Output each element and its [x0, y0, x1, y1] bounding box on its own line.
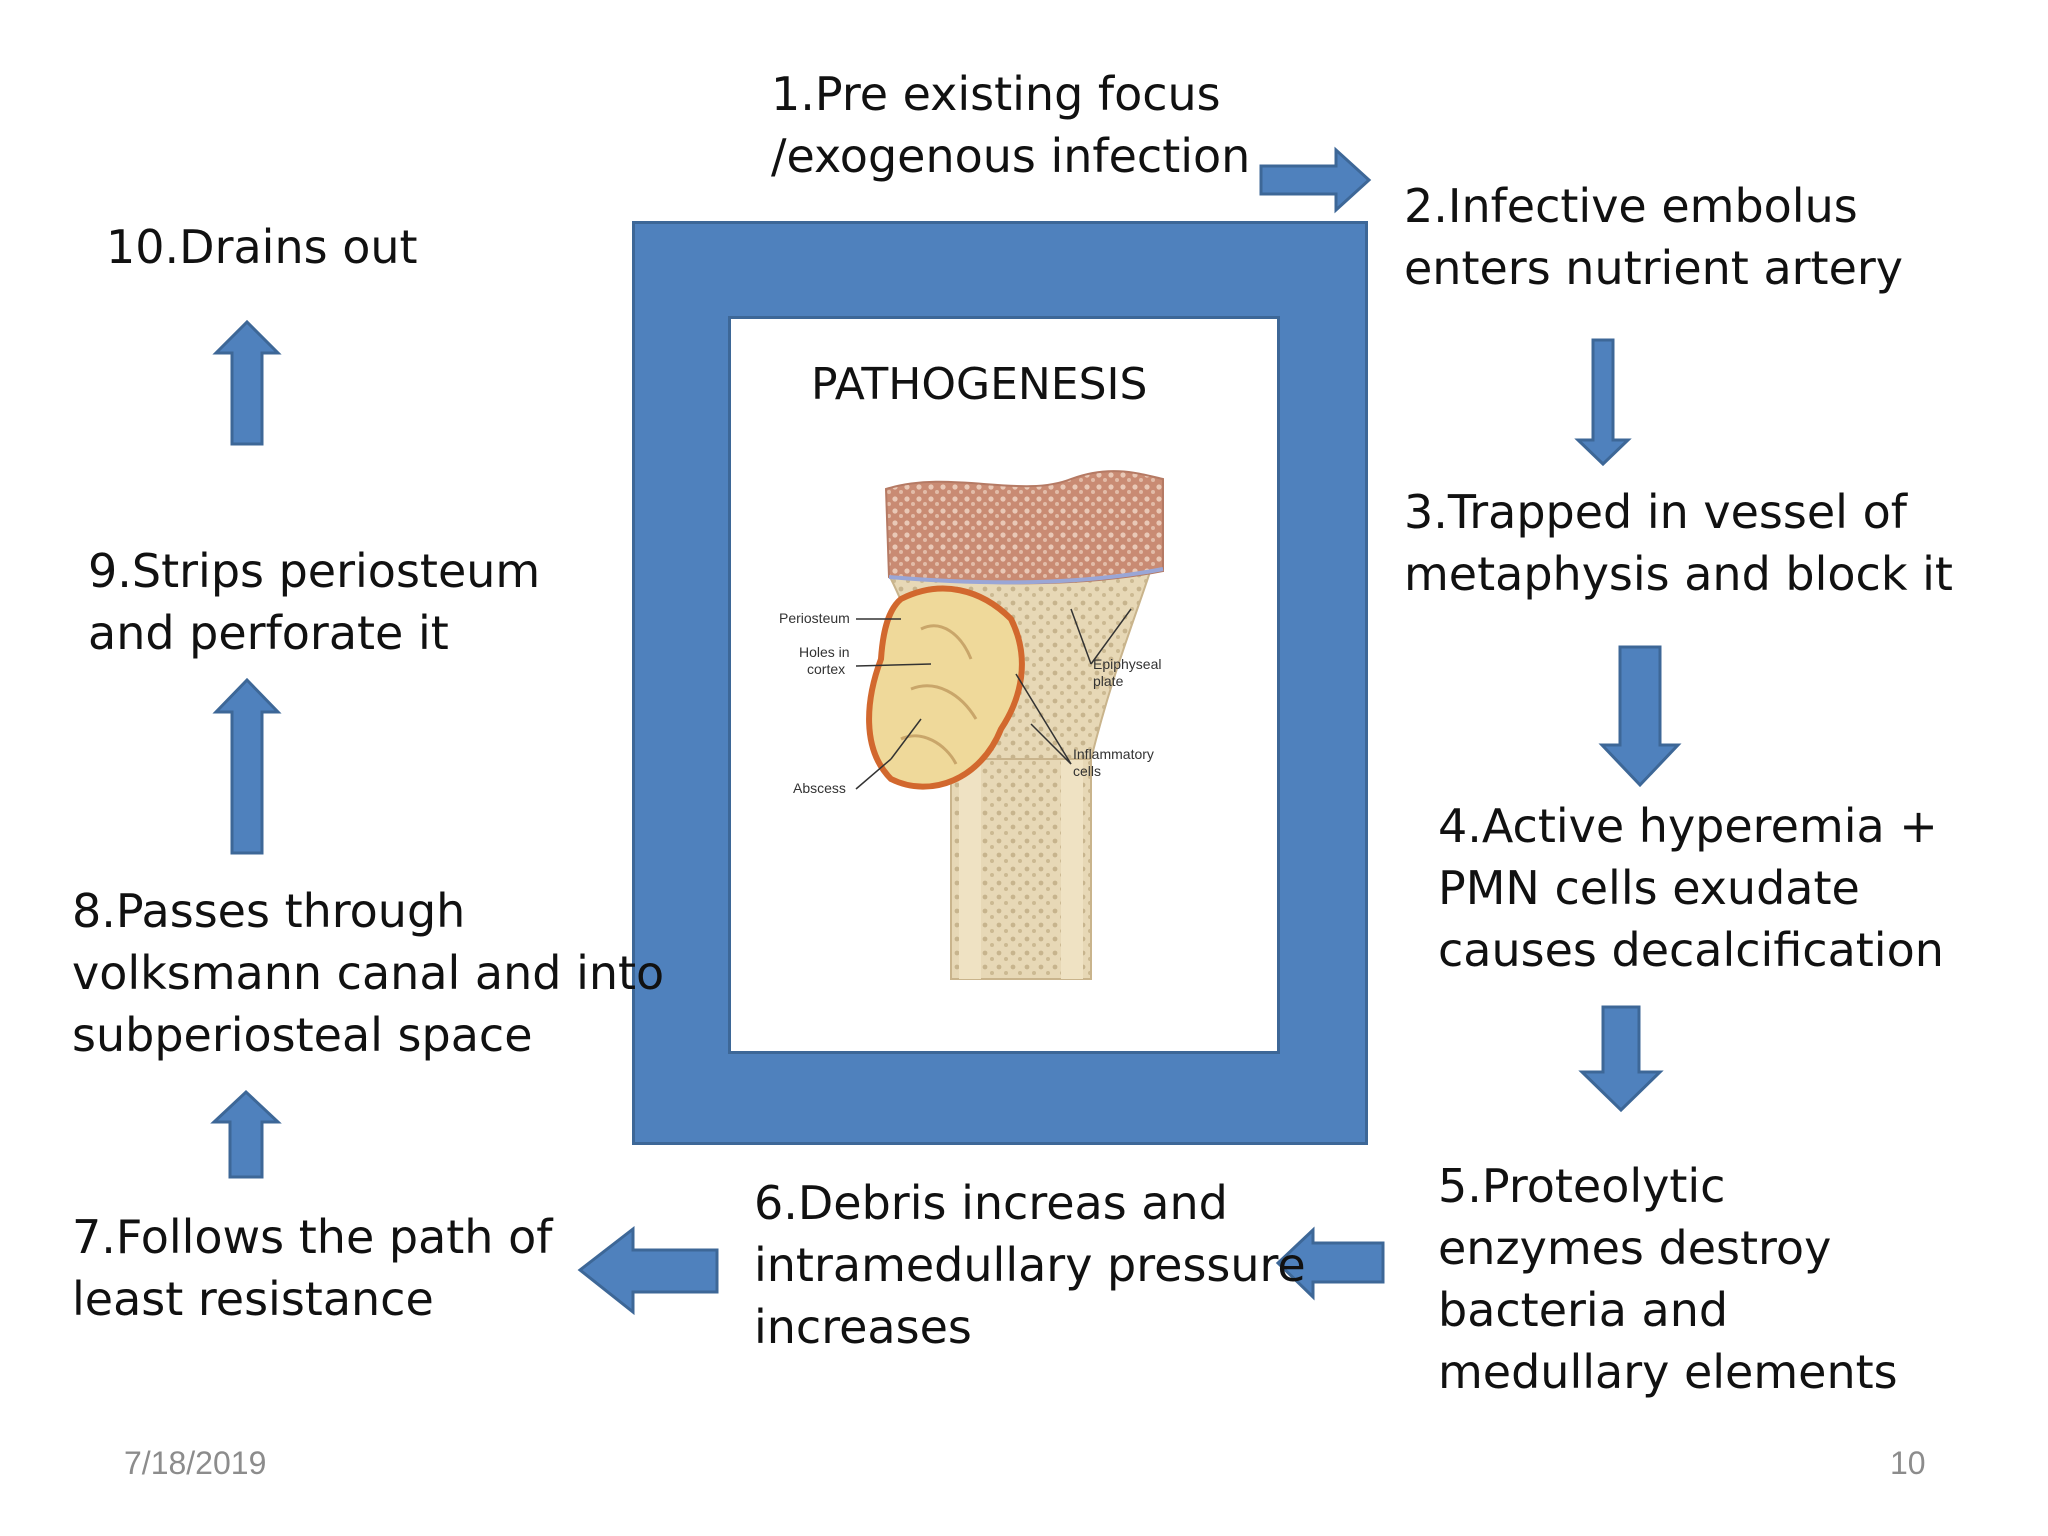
bone-illustration: Periosteum Holes in cortex Abscess Epiph… — [779, 470, 1164, 980]
step-3-line-1: 3.Trapped in vessel of — [1404, 485, 1907, 539]
step-9-strips-periosteum: 9.Strips periosteum and perforate it — [88, 540, 540, 664]
label-holes-in: Holes in — [799, 644, 850, 660]
step-3-trapped-in-vessel: 3.Trapped in vessel of metaphysis and bl… — [1404, 481, 1953, 605]
epiphyseal-plate-line — [888, 567, 1164, 585]
label-cells: cells — [1073, 763, 1101, 779]
step-10-line-1: 10.Drains out — [106, 220, 418, 274]
label-periosteum: Periosteum — [779, 610, 850, 626]
step-7-line-1: 7.Follows the path of — [72, 1210, 553, 1264]
arrow-left-step5-to-step6 — [1275, 1226, 1385, 1301]
step-7-line-2: least resistance — [72, 1272, 434, 1326]
step-8-line-1: 8.Passes through — [72, 884, 466, 938]
step-9-line-2: and perforate it — [88, 606, 449, 660]
step-6-line-1: 6.Debris increas and — [754, 1176, 1228, 1230]
pathogenesis-frame: PATHOGENESIS — [632, 221, 1368, 1145]
arrow-down-step4-to-step5 — [1578, 1005, 1664, 1113]
step-1-line-2: /exogenous infection — [771, 129, 1251, 183]
step-1-pre-existing-focus: 1.Pre existing focus /exogenous infectio… — [771, 63, 1250, 187]
arrow-right-step1-to-step2 — [1259, 146, 1372, 214]
label-abscess: Abscess — [793, 780, 846, 796]
step-4-line-2: PMN cells exudate — [1438, 861, 1860, 915]
step-5-line-3: bacteria and — [1438, 1283, 1729, 1337]
epiphysis-cap — [884, 470, 1164, 585]
step-4-active-hyperemia: 4.Active hyperemia + PMN cells exudate c… — [1438, 795, 1944, 981]
arrow-up-step7-to-step8 — [210, 1089, 282, 1179]
step-5-proteolytic-enzymes: 5.Proteolytic enzymes destroy bacteria a… — [1438, 1155, 1898, 1403]
slide-number: 10 — [1890, 1445, 1926, 1481]
step-8-line-2: volksmann canal and into — [72, 946, 665, 1000]
arrow-up-step9-to-step10 — [212, 319, 282, 446]
step-8-volksmann-canal: 8.Passes through volksmann canal and int… — [72, 880, 664, 1066]
step-2-line-1: 2.Infective embolus — [1404, 179, 1858, 233]
step-4-line-1: 4.Active hyperemia + — [1438, 799, 1938, 853]
step-5-line-2: enzymes destroy — [1438, 1221, 1832, 1275]
step-3-line-2: metaphysis and block it — [1404, 547, 1953, 601]
step-6-debris: 6.Debris increas and intramedullary pres… — [754, 1172, 1306, 1358]
arrow-down-step2-to-step3 — [1574, 338, 1632, 467]
label-epiphyseal: Epiphyseal — [1093, 656, 1162, 672]
arrow-up-step8-to-step9 — [212, 677, 282, 855]
step-5-line-1: 5.Proteolytic — [1438, 1159, 1726, 1213]
label-inflammatory: Inflammatory — [1073, 746, 1154, 762]
slide-date: 7/18/2019 — [124, 1445, 267, 1481]
arrow-left-step6-to-step7 — [577, 1225, 719, 1316]
step-6-line-3: increases — [754, 1300, 972, 1354]
step-1-line-1: 1.Pre existing focus — [771, 67, 1221, 121]
pathogenesis-title: PATHOGENESIS — [811, 359, 1148, 410]
step-10-drains-out: 10.Drains out — [106, 216, 418, 278]
step-2-infective-embolus: 2.Infective embolus enters nutrient arte… — [1404, 175, 1903, 299]
arrow-down-step3-to-step4 — [1598, 645, 1682, 788]
pathogenesis-panel: PATHOGENESIS — [728, 316, 1280, 1054]
label-cortex: cortex — [807, 661, 845, 677]
label-plate: plate — [1093, 673, 1124, 689]
step-6-line-2: intramedullary pressure — [754, 1238, 1306, 1292]
step-9-line-1: 9.Strips periosteum — [88, 544, 541, 598]
step-2-line-2: enters nutrient artery — [1404, 241, 1904, 295]
step-7-path-of-least-resistance: 7.Follows the path of least resistance — [72, 1206, 552, 1330]
step-5-line-4: medullary elements — [1438, 1345, 1898, 1399]
step-8-line-3: subperiosteal space — [72, 1008, 533, 1062]
step-4-line-3: causes decalcification — [1438, 923, 1944, 977]
